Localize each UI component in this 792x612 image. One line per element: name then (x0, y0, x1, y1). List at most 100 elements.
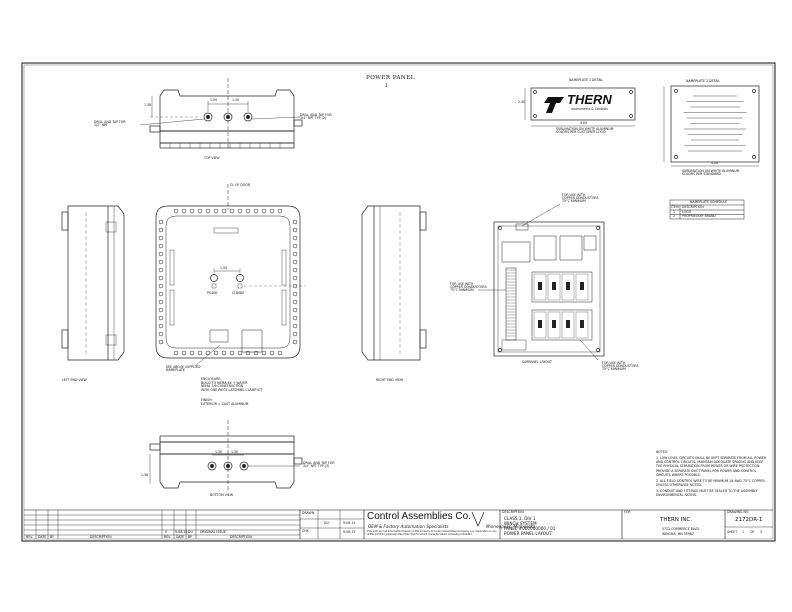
sheet-title-ref: 1 (385, 83, 388, 88)
dim-bottom-b: 1.50 (231, 450, 239, 454)
flange-bolt (158, 235, 164, 241)
left-end-view-label: LEFT END VIEW (62, 378, 87, 382)
callout-door-cl: CL OF DOOR (230, 183, 251, 187)
flange-bolt (158, 219, 164, 225)
company-disclaimer: This print and all information thereon i… (367, 530, 497, 536)
dim-bottom-a: 1.50 (215, 450, 223, 454)
rev-h-rev: REV. (26, 535, 34, 539)
thern-sub: Instruments & Controls (571, 107, 608, 111)
breaker (575, 311, 589, 339)
flange-bolt (158, 307, 164, 313)
flange-bolt (253, 208, 259, 214)
bottom-view-label: BOTTOM VIEW (210, 493, 234, 497)
breaker (561, 311, 575, 339)
drawing-no-label: DRAWING NO. (727, 510, 750, 514)
breaker (561, 273, 575, 301)
flange-bolt (158, 291, 164, 297)
flange-bolt (277, 208, 283, 214)
description-line-3: PANEL #000000000 / 01 (504, 526, 556, 531)
schedule-h-desc: DESCRIPTION (682, 205, 704, 209)
nameplate-schedule-grid (669, 199, 745, 220)
sheet-label: SHEET (727, 530, 738, 534)
finish-note: FINISH: EXTERIOR = CAST ALUMINUM (201, 398, 249, 406)
rev-row-desc: ORIGINAL ISSUE (200, 530, 226, 534)
rev-row-by: DU (188, 530, 193, 534)
note-2: 2. ALL FIELD CONTROL WIRE TO BE MINIMUM … (656, 478, 766, 488)
subpanel-layout (478, 203, 605, 361)
flange-bolt (292, 243, 298, 249)
schedule-r1-desc: LOGO (682, 210, 692, 214)
nameplate-2-title: NAMEPLATE 2 DETAIL (686, 79, 721, 83)
breaker-handle (580, 282, 584, 290)
flange-bolt (158, 323, 164, 329)
flange-bolt (205, 208, 211, 214)
flange-bolt (292, 291, 298, 297)
customer-addr-1: 5712 COMMERCE BLVD. (662, 527, 700, 531)
rev-row-date: 9-08-15 (175, 530, 188, 534)
breaker (533, 273, 547, 301)
right-end-view-label: RIGHT END VIEW (376, 378, 404, 382)
flange-bolt (158, 243, 164, 249)
rev2-h-date: DATE (176, 535, 185, 539)
left-end-view (61, 205, 125, 361)
breaker-handle (552, 320, 556, 328)
company-name: Control Assemblies Co. (367, 511, 471, 522)
dim-top-h: 1.38 (144, 103, 152, 107)
breaker-handle (552, 282, 556, 290)
breaker (533, 311, 547, 339)
flange-bolt (292, 339, 298, 345)
subpanel-callout-left: FOR USE WITH COPPER CONDUCTORS 75°C MINI… (450, 282, 487, 293)
flange-bolt (292, 307, 298, 313)
flange-bolt (229, 350, 235, 356)
subpanel-callout-top: FOR USE WITH COPPER CONDUCTORS 75°C MINI… (562, 193, 599, 204)
flange-bolt (181, 350, 187, 356)
rev2-h-rev: REV. (164, 535, 172, 539)
lamp2-label: CL8080 (232, 291, 245, 295)
customer-name: THERN INC. (660, 517, 692, 523)
subpanel-view-label: SUBPANEL LAYOUT (522, 360, 552, 364)
flange-bolt (292, 323, 298, 329)
schedule-r1-item: 1 (673, 210, 676, 214)
thern-logo: THERN (567, 92, 612, 107)
flange-bolt (237, 208, 243, 214)
front-view (155, 184, 305, 367)
flange-bolt (221, 208, 227, 214)
top-view-label: TOP VIEW (204, 156, 220, 160)
sheet-title: POWER PANEL (366, 75, 415, 81)
description-line-4: POWER PANEL LAYOUT (504, 531, 552, 536)
dim-bottom-h: 1.38 (141, 473, 149, 477)
chk-date: 9-08-15 (343, 530, 356, 534)
flange-bolt (213, 350, 219, 356)
company-tagline: OEM & Factory Automation Specialists (368, 524, 449, 529)
top-view (139, 78, 303, 150)
nameplate-1-title: NAMEPLATE 1 DETAIL (569, 78, 604, 82)
flange-bolt (181, 208, 187, 214)
flange-bolt (158, 259, 164, 265)
sheet-inner-border (23, 64, 774, 540)
rev-h-date: DATE (38, 535, 47, 539)
sheet-border (21, 62, 776, 542)
description-label: DESCRIPTION (502, 510, 524, 514)
dim-top-b: 1.50 (232, 98, 240, 102)
schedule-r2-item: 2 (673, 214, 676, 218)
callout-top-left: DRILL AND TAP FOR 1/2" NPT (94, 120, 126, 128)
breaker-handle (538, 282, 542, 290)
sheet-of-label: OF (750, 530, 755, 534)
chk-label: CHK (302, 529, 309, 533)
breaker (547, 273, 561, 301)
nameplate-1-note: SUBLIMATION ON WHITE ALUMINUM COLORS PER… (556, 127, 614, 135)
flange-bolt (158, 275, 164, 281)
schedule-r2-desc: PROPRIETARY BRAND (682, 214, 716, 218)
flange-bolt (292, 259, 298, 265)
flange-bolt (158, 283, 164, 289)
flange-bolt (292, 331, 298, 337)
rev-h-desc: DESCRIPTION (90, 535, 112, 539)
flange-bolt (261, 208, 267, 214)
flange-bolt (158, 331, 164, 337)
flange-bolt (292, 275, 298, 281)
drawn-date: 9-08-15 (343, 521, 356, 525)
enclosure-note: ENCLOSURE: BUILD TO NEMA 4X + WATER NEMA… (201, 377, 263, 393)
flange-bolt (269, 208, 275, 214)
flange-bolt (292, 227, 298, 233)
